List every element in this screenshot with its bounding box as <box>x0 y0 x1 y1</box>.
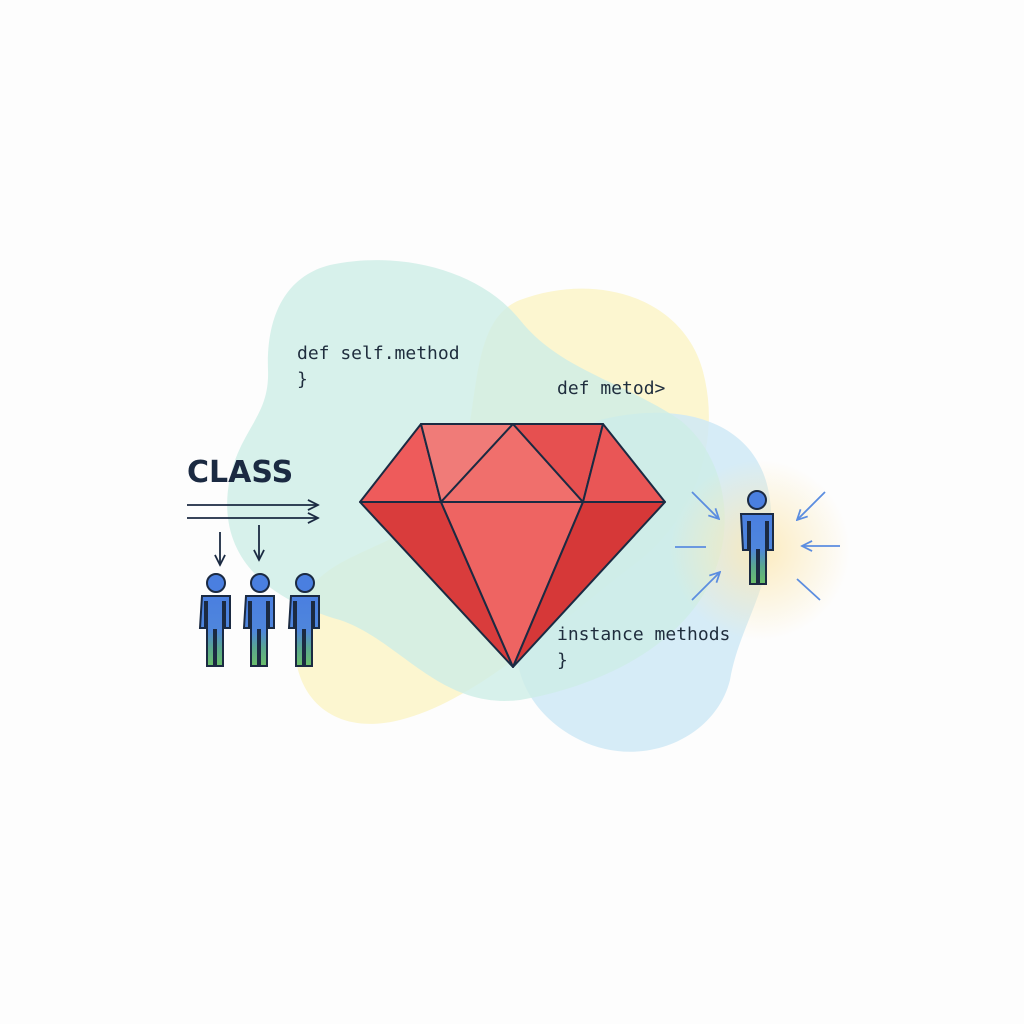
single-instance <box>675 490 840 601</box>
instance-code-line2: } <box>557 650 568 671</box>
instance-code-line1: instance methods <box>557 624 730 645</box>
person-icon <box>739 490 774 585</box>
person-icon <box>287 573 320 667</box>
instance-people <box>198 573 320 667</box>
person-icon <box>242 573 275 667</box>
class-title: CLASS <box>187 455 293 490</box>
person-icon <box>198 573 231 667</box>
method-code: def metod> <box>557 378 666 399</box>
ruby-gem-icon <box>359 423 666 668</box>
background-blobs <box>227 260 850 752</box>
inward-arrows-icon <box>675 491 840 601</box>
class-method-code-line1: def self.method <box>297 343 460 364</box>
class-arrows-icon <box>187 505 318 565</box>
class-method-code-line2: } <box>297 369 308 390</box>
